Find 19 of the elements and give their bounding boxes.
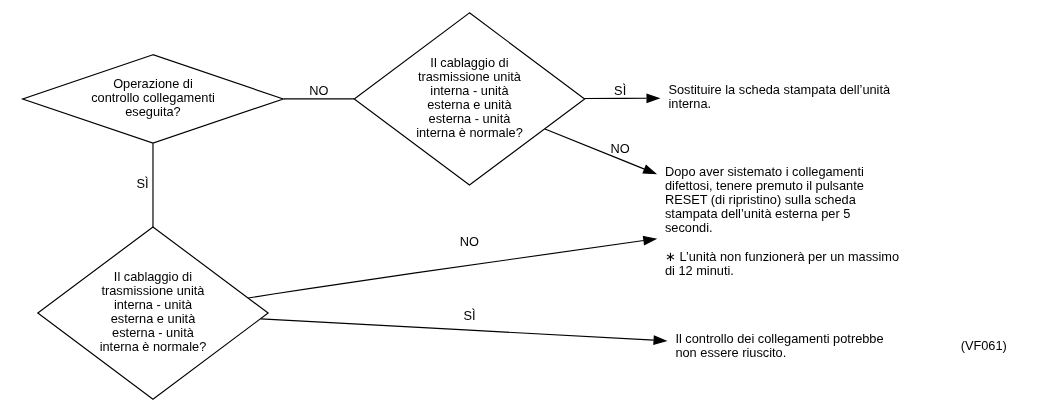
edge-label: NO	[610, 141, 630, 157]
edge-label: SÌ	[462, 307, 476, 323]
edge-label: NO	[308, 83, 328, 99]
arrow	[259, 318, 667, 346]
arrow	[583, 93, 660, 104]
connector	[151, 142, 154, 228]
node-text: Il controllo dei collegamenti potrebbe non essere riuscito.	[674, 331, 884, 361]
label: (VF061)	[960, 338, 1007, 354]
node-diamond: Il cablaggio di trasmissione unità interna - unità esterna e unità esterna - unità interna è normale?	[36, 226, 269, 400]
arrow	[543, 128, 657, 175]
connector	[282, 98, 355, 100]
arrow	[247, 235, 657, 299]
node-text: Dopo aver sistemato i collegamenti difettosi, tenere premuto il pulsante RESET (di ripristino) sulla scheda stampata dell’unità esterna per 5 secondi. ∗ L’unità non funzionerà per un massimo di 12 minuti.	[664, 164, 899, 278]
node-diamond: Operazione di controllo collegamenti eseguita?	[20, 54, 285, 144]
edge-label: SÌ	[135, 176, 149, 192]
node-diamond: Il cablaggio di trasmissione unità interna - unità esterna e unità esterna - unità interna è normale?	[352, 12, 586, 186]
edge-label: NO	[459, 234, 479, 250]
node-text: Sostituire la scheda stampata dell’unità interna.	[667, 82, 890, 112]
edge-label: SÌ	[613, 83, 626, 99]
